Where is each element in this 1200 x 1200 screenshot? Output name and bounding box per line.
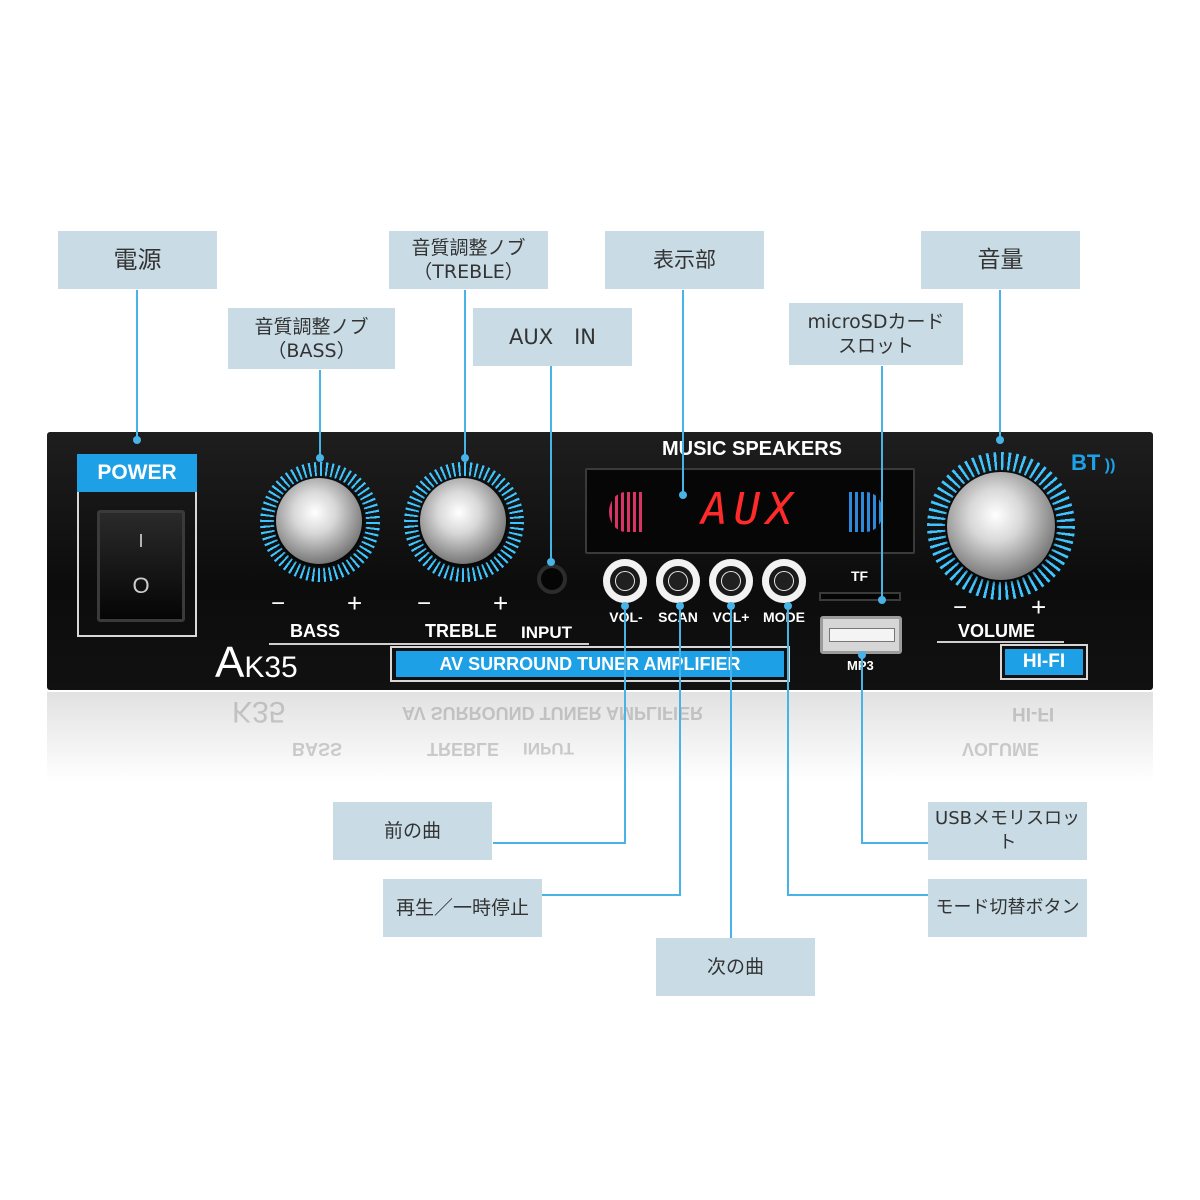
callout-display: 表示部 [605,231,764,289]
tf-label: TF [851,568,869,584]
reflection-banner: AV SURROUND TUNER AMPLIFIER [402,703,703,723]
callout-treble-line2: （TREBLE） [413,261,524,283]
callout-play-pause: 再生／一時停止 [383,879,542,937]
tone-divider [269,643,589,645]
callout-treble-line1: 音質調整ノブ [411,237,526,259]
volume-label: VOLUME [958,621,1036,641]
treble-plus: + [493,588,509,618]
callout-aux-in-text: AUX IN [508,325,597,349]
banner-text: AV SURROUND TUNER AMPLIFIER [396,651,784,677]
usb-port-tongue [829,628,895,642]
callout-power-text: 電源 [113,246,162,274]
bt-text: BT [1071,450,1101,475]
usb-port[interactable] [820,616,902,654]
callout-next-track-text: 次の曲 [706,956,764,978]
callout-microsd: microSDカード スロット [789,303,963,365]
vol-minus-label: VOL- [609,609,643,625]
reflection-model: K35 [232,695,286,728]
model-name-rest: K35 [244,651,298,684]
power-switch[interactable]: I O [97,510,185,622]
callout-power: 電源 [58,231,217,289]
vol-plus-label: VOL+ [712,609,750,625]
reflection-hifi: HI-FI [1012,703,1055,724]
callout-usb-slot: USBメモリスロット [928,802,1087,860]
volume-minus: − [953,594,968,621]
callout-mode-button-text: モード切替ボタン [935,897,1080,918]
bt-label: BT )) [1071,450,1115,476]
volume-divider [937,641,1064,643]
mp3-label: MP3 [847,658,874,673]
display-window: AUX [585,468,915,554]
mode-label: MODE [763,609,805,625]
callout-prev-track: 前の曲 [333,802,492,860]
music-speakers-label: MUSIC SPEAKERS [661,438,843,460]
reflection-treble: TREBLE [427,739,499,759]
scan-button[interactable] [656,559,700,603]
treble-knob[interactable] [420,478,506,564]
callout-usb-slot-text: USBメモリスロット [935,808,1080,853]
panel-reflection: K35 AV SURROUND TUNER AMPLIFIER HI-FI VO… [47,692,1153,782]
reflection-bass: BASS [292,739,343,759]
model-name: AK35 [215,638,298,688]
spectrum-left [609,492,643,532]
callout-microsd-line2: スロット [837,335,914,357]
switch-off-mark: O [132,573,150,598]
callout-mode-button: モード切替ボタン [928,879,1087,937]
treble-label: TREBLE [425,621,497,641]
callout-play-pause-text: 再生／一時停止 [395,897,529,919]
switch-on-mark: I [138,531,144,551]
callout-display-text: 表示部 [653,248,716,272]
microsd-slot[interactable] [819,592,901,601]
callout-bass-line2: （BASS） [267,339,356,362]
scan-label: SCAN [658,609,698,625]
bass-plus: + [347,588,363,618]
mode-button[interactable] [762,559,806,603]
spectrum-right [849,492,883,532]
hifi-badge: HI-FI [1005,649,1083,675]
callout-treble: 音質調整ノブ （TREBLE） [389,231,548,289]
callout-volume-text: 音量 [977,247,1024,273]
hifi-frame [1000,644,1088,680]
amplifier-front-panel: POWER I O − + BASS − + TREBLE INPUT AK35… [47,432,1153,690]
treble-minus: − [417,590,432,617]
aux-input-jack[interactable] [537,564,567,594]
callout-bass: 音質調整ノブ （BASS） [228,308,395,369]
bass-label: BASS [290,621,341,641]
display-readout: AUX [701,484,799,535]
callout-bass-line1: 音質調整ノブ [254,315,369,338]
callout-microsd-line1: microSDカード [807,311,945,333]
reflection-volume: VOLUME [962,739,1040,759]
volume-knob[interactable] [947,472,1055,580]
callout-volume: 音量 [921,231,1080,289]
vol-minus-button[interactable] [603,559,647,603]
power-label: POWER [77,454,197,492]
callout-aux-in: AUX IN [473,308,632,366]
volume-plus: + [1031,592,1047,622]
wireless-icon: )) [1100,457,1116,474]
reflection-input: INPUT [523,739,574,758]
bass-minus: − [271,590,286,617]
callout-prev-track-text: 前の曲 [383,820,441,842]
input-label: INPUT [521,623,572,642]
bass-knob[interactable] [276,478,362,564]
vol-plus-button[interactable] [709,559,753,603]
callout-next-track: 次の曲 [656,938,815,996]
model-name-a: A [215,638,245,687]
